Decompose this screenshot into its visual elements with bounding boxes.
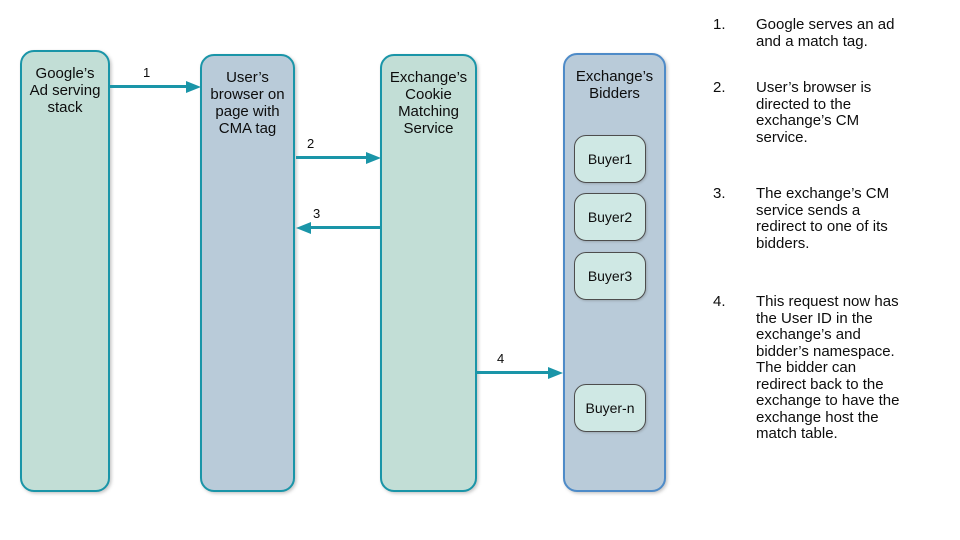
- arrow-4-line: [477, 371, 549, 374]
- buyer2-box: Buyer2: [574, 193, 646, 241]
- step-2-text: User’s browser is directed to the exchan…: [756, 79, 872, 146]
- step-3-text: The exchange’s CM service sends a redire…: [756, 185, 890, 252]
- node-user-browser: User’s browser on page with CMA tag: [200, 54, 295, 492]
- step-4-text: This request now has the User ID in the …: [756, 293, 900, 442]
- arrow-2-label: 2: [307, 136, 315, 151]
- buyer-n-label: Buyer-n: [585, 400, 635, 416]
- buyer1-box: Buyer1: [574, 135, 646, 183]
- arrow-1-label: 1: [143, 65, 151, 80]
- buyer1-label: Buyer1: [587, 151, 633, 167]
- arrow-4-head-icon: [548, 366, 563, 379]
- arrow-3-head-icon: [296, 221, 311, 234]
- step-2: 2. User’s browser is directed to the exc…: [713, 79, 951, 146]
- step-1-text: Google serves an ad and a match tag.: [756, 16, 895, 50]
- step-4-number: 4.: [713, 293, 726, 310]
- node-browser-label: User’s browser on page with CMA tag: [210, 69, 285, 137]
- node-google-ad-serving-stack: Google’s Ad serving stack: [20, 50, 110, 492]
- arrow-1-head-icon: [186, 80, 201, 93]
- step-1: 1. Google serves an ad and a match tag.: [713, 16, 951, 50]
- node-cm-service-label: Exchange’s Cookie Matching Service: [389, 69, 468, 137]
- arrow-3-line: [310, 226, 380, 229]
- step-4: 4. This request now has the User ID in t…: [713, 293, 951, 443]
- node-bidders-label: Exchange’s Bidders: [575, 68, 654, 102]
- step-3-number: 3.: [713, 185, 726, 202]
- arrow-1-line: [110, 85, 187, 88]
- step-3: 3. The exchange’s CM service sends a red…: [713, 185, 951, 252]
- buyer3-box: Buyer3: [574, 252, 646, 300]
- arrow-2-line: [296, 156, 367, 159]
- buyer2-label: Buyer2: [587, 209, 633, 225]
- arrow-4-label: 4: [497, 351, 505, 366]
- arrow-3-label: 3: [313, 206, 321, 221]
- arrow-2-head-icon: [366, 151, 381, 164]
- node-google-label: Google’s Ad serving stack: [29, 65, 101, 116]
- buyer3-label: Buyer3: [587, 268, 633, 284]
- node-exchange-cm-service: Exchange’s Cookie Matching Service: [380, 54, 477, 492]
- step-2-number: 2.: [713, 79, 726, 96]
- step-1-number: 1.: [713, 16, 726, 33]
- buyer-n-box: Buyer-n: [574, 384, 646, 432]
